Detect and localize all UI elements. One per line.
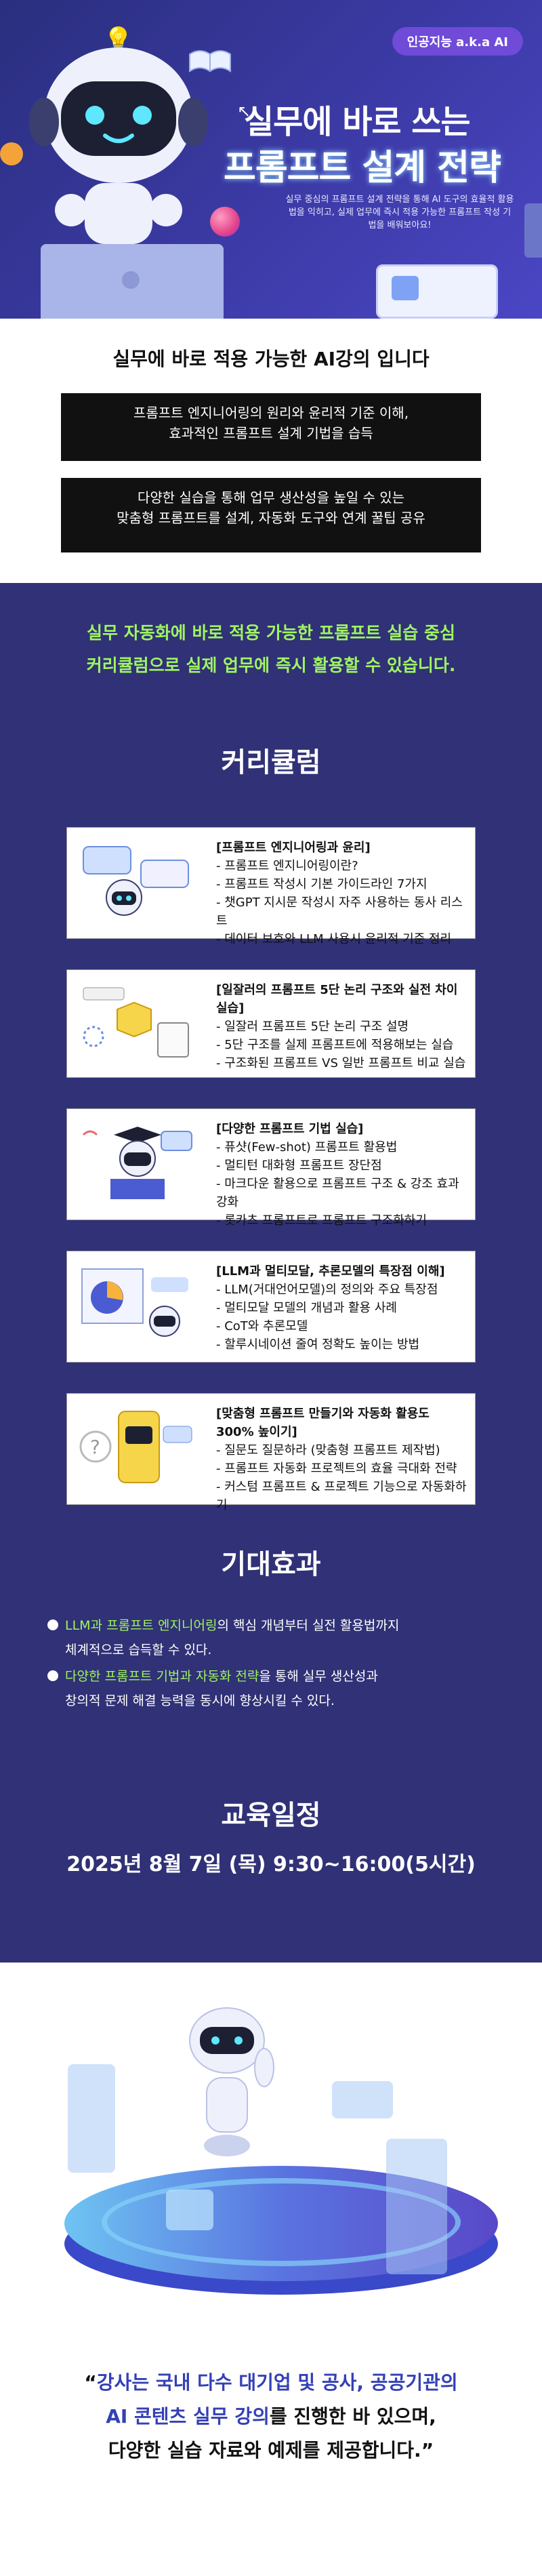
intro-box-2-line2: 맞춤형 프롬프트를 설계, 자동화 도구와 연계 꿀팁 공유 (117, 510, 425, 526)
intro-box-1-line1: 프롬프트 엔지니어링의 원리와 윤리적 기준 이해, (133, 405, 409, 421)
intro-box-2: 다양한 실습을 통해 업무 생산성을 높일 수 있는 맞춤형 프롬프트를 설계,… (61, 478, 481, 552)
planet-icon (0, 142, 23, 165)
curriculum-card: [LLM과 멀티모달, 추론모델의 특장점 이해] - LLM(거대언어모델)의… (66, 1251, 476, 1363)
ai-document-icon (83, 987, 189, 1058)
effect-item-2: 다양한 프롬프트 기법과 자동화 전략을 통해 실무 생산성과 창의적 문제 해… (47, 1664, 508, 1713)
card-item: - 할루시네이션 줄여 정확도 높이는 방법 (216, 1337, 420, 1352)
intro-box-1: 프롬프트 엔지니어링의 원리와 윤리적 기준 이해, 효과적인 프롬프트 설계 … (61, 393, 481, 461)
card-item: - 프롬프트 자동화 프로젝트의 효율 극대화 전략 (216, 1462, 457, 1476)
effect-1-highlight: LLM과 프롬프트 엔지니어링 (65, 1618, 217, 1633)
schedule-date: 2025년 8월 7일 (목) 9:30~16:00(5시간) (66, 1853, 476, 1876)
intro-box-2-line1: 다양한 실습을 통해 업무 생산성을 높일 수 있는 (137, 489, 405, 506)
bullet-icon (47, 1619, 58, 1630)
floating-panel (68, 2064, 115, 2173)
curriculum-lead-line2: 커리큘럼으로 실제 업무에 즉시 활용할 수 있습니다. (86, 656, 456, 675)
card-item: - 일잘러 프롬프트 5단 논리 구조 설명 (216, 1020, 409, 1034)
card-item: - 마크다운 활용으로 프롬프트 구조 & 강조 효과 강화 (216, 1177, 459, 1209)
card-heading: [LLM과 멀티모달, 추론모델의 특장점 이해] (216, 1264, 445, 1279)
curriculum-section: 실무 자동화에 바로 적용 가능한 프롬프트 실습 중심 커리큘럼으로 실제 업… (0, 583, 542, 1681)
quote-line3: 다양한 실습 자료와 예제를 제공합니다. (108, 2439, 421, 2461)
robot-illustration (189, 2007, 274, 2156)
hero-banner: 💡 ↖ 인공지능 a.k.a AI 실무에 바로 쓰는 프롬프트 설계 전략 실… (0, 0, 542, 319)
phone-question-icon: ? (79, 1411, 192, 1483)
card-item: - 챗GPT 지시문 작성시 자주 사용하는 동사 리스트 (216, 895, 463, 928)
pie-chart-robot-icon (81, 1268, 188, 1337)
curriculum-lead-line1: 실무 자동화에 바로 적용 가능한 프롬프트 실습 중심 (87, 623, 455, 643)
intro-box-1-line2: 효과적인 프롬프트 설계 기법을 습득 (169, 425, 373, 441)
chat-robot-icon (83, 846, 189, 916)
card-heading: [일잘러의 프롬프트 5단 논리 구조와 실전 차이 실습] (216, 983, 458, 1015)
card-item: - CoT와 추론모델 (216, 1319, 308, 1333)
card-item: - 데이터 보호와 LLM 사용시 윤리적 기준 정리 (216, 932, 452, 946)
side-panel-decoration (524, 203, 542, 258)
effect-1-line2: 체계적으로 습득할 수 있다. (65, 1643, 212, 1657)
intro-title: 실무에 바로 적용 가능한 AI강의 입니다 (112, 348, 430, 370)
effect-1-text: 의 핵심 개념부터 실전 활용법까지 (217, 1618, 400, 1633)
screen-card-illustration (376, 264, 498, 319)
platform-ring (102, 2178, 461, 2266)
bottom-illustration (0, 1963, 542, 2315)
schedule-title: 교육일정 (221, 1800, 321, 1831)
card-item: - LLM(거대언어모델)의 정의와 주요 특장점 (216, 1283, 438, 1297)
book-icon (189, 50, 231, 73)
floating-panel (332, 2081, 393, 2118)
card-heading: [프롬프트 엔지니어링과 윤리] (216, 841, 371, 855)
curriculum-card: [일잘러의 프롬프트 5단 논리 구조와 실전 차이 실습] - 일잘러 프롬프… (66, 969, 476, 1078)
effects-schedule-section (0, 1681, 542, 1963)
hero-title-line2: 프롬프트 설계 전략 (224, 148, 501, 188)
curriculum-card: [프롬프트 엔지니어링과 윤리] - 프롬프트 엔지니어링이란? - 프롬프트 … (66, 827, 476, 946)
curriculum-card: [다양한 프롬프트 기법 실습] - 퓨샷(Few-shot) 프롬프트 활용법… (66, 1108, 476, 1228)
robot-illustration (29, 47, 208, 244)
card-item: - 퓨샷(Few-shot) 프롬프트 활용법 (216, 1140, 398, 1154)
card-item: - 프롬프트 엔지니어링이란? (216, 859, 358, 873)
quote-line1: 강사는 국내 다수 대기업 및 공사, 공공기관의 (96, 2371, 458, 2394)
curriculum-card: ? [맞춤형 프롬프트 만들기와 자동화 활용도 300% 높이기] - 질문도… (66, 1393, 476, 1512)
quote-line2: 를 진행한 바 있으며, (269, 2405, 436, 2428)
floating-panel (386, 2139, 447, 2274)
curriculum-title: 커리큘럼 (221, 747, 321, 778)
graduate-robot-icon (82, 1127, 192, 1199)
card-item: - 커스텀 프롬프트 & 프로젝트 기능으로 자동화하기 (216, 1480, 467, 1512)
effect-item-1: LLM과 프롬프트 엔지니어링의 핵심 개념부터 실전 활용법까지 체계적으로 … (47, 1613, 508, 1662)
card-heading: [다양한 프롬프트 기법 실습] (216, 1122, 364, 1136)
card-item: - 롯카츠 프롬프트로 프롬프트 구조화하기 (216, 1213, 427, 1228)
quote-open: “ (84, 2371, 97, 2394)
planet-icon (210, 207, 240, 237)
card-item: - 멀티턴 대화형 프롬프트 장단점 (216, 1159, 382, 1173)
effects-title: 기대효과 (221, 1549, 321, 1580)
bullet-icon (47, 1670, 58, 1681)
laptop-illustration (41, 244, 224, 319)
svg-text:?: ? (90, 1436, 100, 1458)
card-item: - 구조화된 프롬프트 VS 일반 프롬프트 비교 실습 (216, 1056, 466, 1070)
hero-description: 실무 중심의 프롬프트 설계 전략을 통해 AI 도구의 효율적 활용법을 익히… (285, 195, 514, 230)
card-item: - 프롬프트 작성시 기본 가이드라인 7가지 (216, 877, 428, 891)
card-item: - 멀티모달 모델의 개념과 활용 사례 (216, 1301, 397, 1315)
hero-title-line1: 실무에 바로 쓰는 (244, 103, 471, 141)
card-item: - 5단 구조를 실제 프롬프트에 적용해보는 실습 (216, 1038, 454, 1052)
quote-line2-highlight: AI 콘텐츠 실무 강의 (106, 2405, 270, 2428)
card-item: - 질문도 질문하라 (맞춤형 프롬프트 제작법) (216, 1443, 440, 1457)
effect-2-text: 을 통해 실무 생산성과 (259, 1669, 378, 1684)
effect-2-highlight: 다양한 프롬프트 기법과 자동화 전략 (65, 1669, 259, 1684)
card-heading: [맞춤형 프롬프트 만들기와 자동화 활용도 300% 높이기] (216, 1407, 430, 1439)
curriculum-lead: 실무 자동화에 바로 적용 가능한 프롬프트 실습 중심 커리큘럼으로 실제 업… (0, 617, 542, 682)
effect-2-line2: 창의적 문제 해결 능력을 동시에 향상시킬 수 있다. (65, 1693, 335, 1708)
sparkle-icon: ↖ (237, 102, 251, 121)
quote-close: ” (421, 2439, 434, 2461)
topic-badge: 인공지능 a.k.a AI (392, 27, 523, 56)
instructor-quote: “강사는 국내 다수 대기업 및 공사, 공공기관의 AI 콘텐츠 실무 강의를… (0, 2366, 542, 2468)
check-card (166, 2190, 213, 2230)
